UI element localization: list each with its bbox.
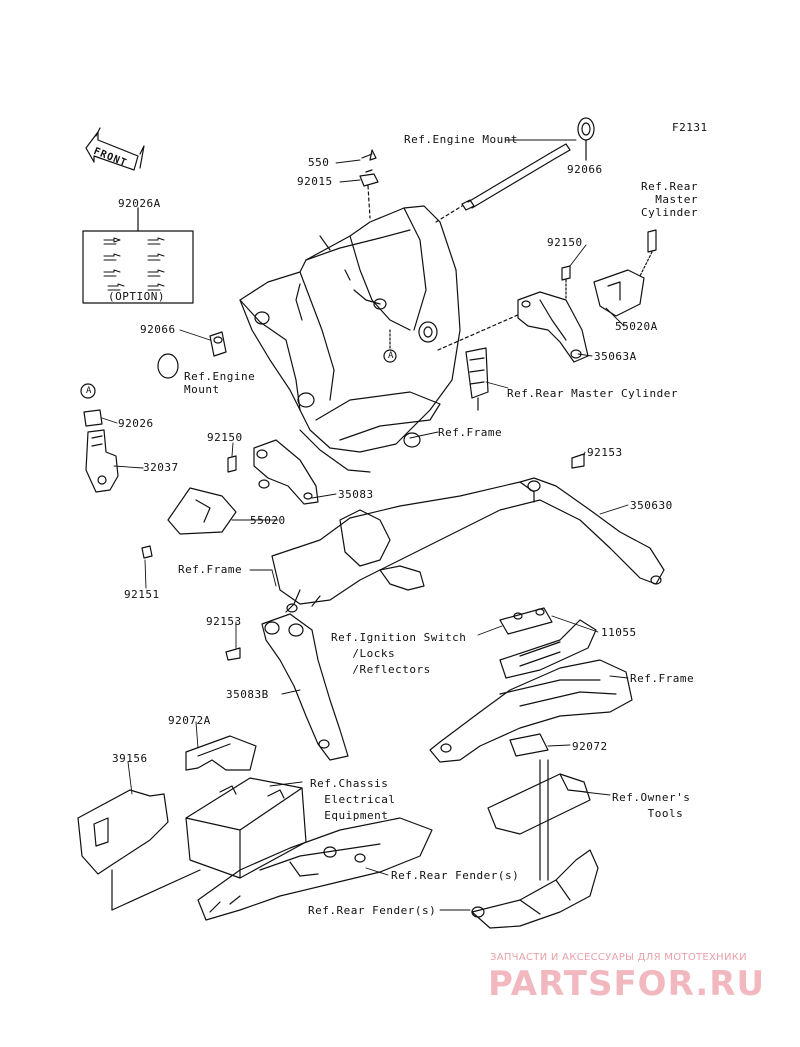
circle-a-mark-frame [383, 349, 397, 363]
label-55020A: 55020A [615, 320, 658, 333]
screw-550 [361, 149, 377, 161]
circle-a-mark-left [80, 383, 96, 399]
circle-a-text-left: A [86, 386, 92, 396]
owners-tools-pouch [487, 773, 591, 835]
label-ref-rear-master-cylinder: Ref.Rear Master Cylinder [507, 387, 678, 400]
option-box [82, 207, 194, 304]
part-92015 [359, 169, 379, 187]
bolt-92150-left [227, 455, 237, 473]
bolt-92150-top [561, 265, 571, 281]
front-arrow-icon [85, 127, 145, 171]
label-92072: 92072 [572, 740, 608, 753]
label-35083: 35083 [338, 488, 374, 501]
label-ref-ignition-switch: Ref.Ignition Switch /Locks /Reflectors [331, 631, 467, 676]
plate-39156 [77, 789, 169, 875]
label-32037: 32037 [143, 461, 179, 474]
label-92153-left: 92153 [206, 615, 242, 628]
label-ref-rear-master-cylinder-top: Ref.Rear Master Cylinder [641, 180, 698, 219]
strap-92072 [509, 733, 549, 757]
label-92150-top: 92150 [547, 236, 583, 249]
label-92072A: 92072A [168, 714, 211, 727]
label-92066-top: 92066 [567, 163, 603, 176]
watermark-logo: PARTSFOR.RU [488, 964, 766, 1004]
label-ref-frame-1: Ref.Frame [438, 426, 503, 439]
label-39156: 39156 [112, 752, 148, 765]
label-ref-rear-fender-2: Ref.Rear Fender(s) [308, 904, 437, 917]
cap-92066-left [157, 353, 179, 379]
label-35063A: 35063A [594, 350, 637, 363]
rear-fender-right [471, 849, 599, 929]
rear-master-cylinder [465, 347, 489, 411]
label-92151: 92151 [124, 588, 160, 601]
label-ref-owners-tools: Ref.Owner's Tools [612, 791, 691, 820]
main-frame [239, 205, 461, 473]
label-35083B: 35083B [226, 688, 269, 701]
plate-55020A [593, 269, 645, 317]
label-92026: 92026 [118, 417, 154, 430]
part-11055 [499, 607, 597, 679]
bracket-35063A [517, 291, 589, 363]
label-55020: 55020 [250, 514, 286, 527]
strap-92072A [185, 735, 257, 771]
label-ref-frame-3: Ref.Frame [630, 672, 695, 685]
label-92153-right: 92153 [587, 446, 623, 459]
circle-a-text-frame: A [388, 351, 394, 361]
rear-fender-main [197, 817, 433, 921]
figure-code: F2131 [672, 121, 708, 134]
battery-box [185, 777, 307, 879]
plate-55020 [167, 487, 237, 535]
label-ref-chassis-electrical: Ref.Chassis Electrical Equipment [310, 777, 396, 822]
subframe-350630 [271, 453, 665, 613]
bracket-35083B [261, 613, 349, 761]
label-92150-left: 92150 [207, 431, 243, 444]
bolt-92153-left [225, 647, 241, 661]
label-ref-rear-fender-1: Ref.Rear Fender(s) [391, 869, 520, 882]
label-92026A: 92026A [118, 197, 161, 210]
label-350630: 350630 [630, 499, 673, 512]
label-ref-engine-mount-top: Ref.Engine Mount [404, 133, 518, 146]
label-550: 550 [308, 156, 330, 169]
label-11055: 11055 [601, 626, 637, 639]
part-32037 [85, 429, 119, 493]
part-92026 [83, 409, 103, 427]
option-label: (OPTION) [108, 290, 165, 303]
watermark-tagline: ЗАПЧАСТИ И АКСЕССУАРЫ ДЛЯ МОТОТЕХНИКИ [490, 952, 747, 963]
bolt-92151 [141, 545, 153, 559]
label-92015: 92015 [297, 175, 333, 188]
bracket-35083 [253, 439, 319, 505]
label-92066-left: 92066 [140, 323, 176, 336]
collar-engine-mount [209, 331, 227, 357]
bolt-rear-master-cyl [647, 229, 657, 253]
label-ref-engine-mount-left: Ref.Engine Mount [184, 370, 256, 396]
cap-92066-top [577, 117, 595, 141]
rear-carrier [429, 659, 633, 763]
leader-lines [101, 139, 629, 911]
engine-mount-bolt [435, 143, 571, 223]
label-ref-frame-2: Ref.Frame [178, 563, 243, 576]
